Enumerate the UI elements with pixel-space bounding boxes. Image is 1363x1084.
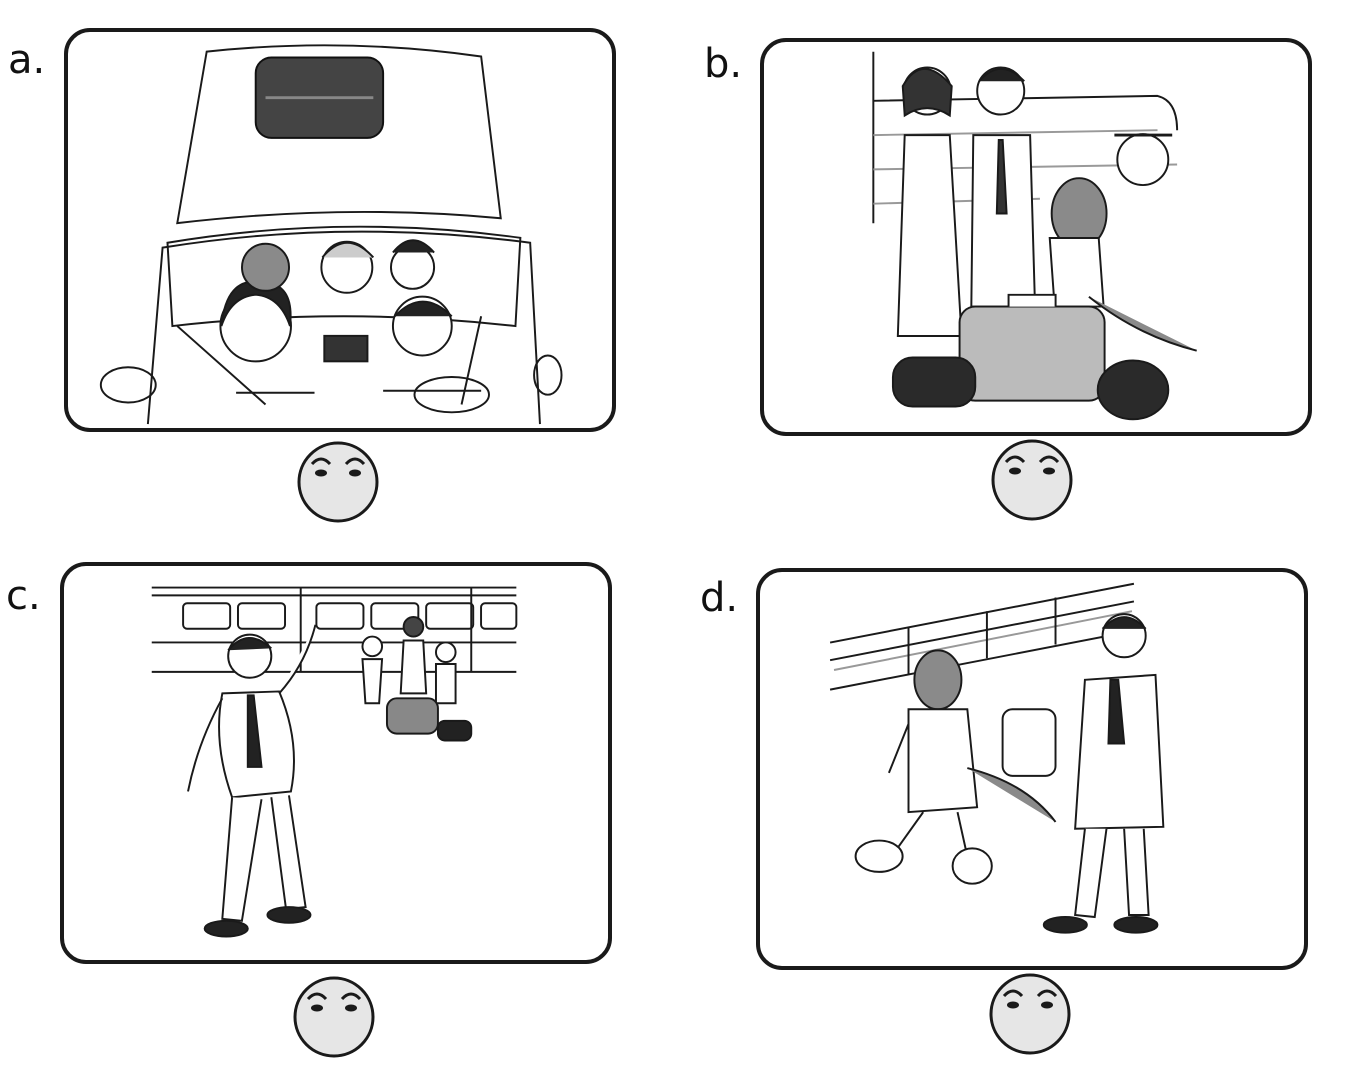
blank-face-icon (292, 975, 376, 1059)
panel-label: a. (8, 37, 46, 83)
family-with-luggage-icon (872, 51, 1197, 421)
blank-face-icon (988, 972, 1072, 1056)
scene-image (760, 38, 1312, 436)
panel-label: c. (6, 573, 41, 619)
family-in-car-icon (99, 44, 563, 425)
blank-face-icon (990, 438, 1074, 522)
panel-label: b. (704, 41, 743, 87)
man-and-crocodile-at-station-icon (829, 582, 1165, 934)
scene-image (756, 568, 1308, 970)
scene-image (64, 28, 616, 432)
man-waving-at-station-icon (151, 586, 518, 938)
scene-image (60, 562, 612, 964)
panel-label: d. (700, 575, 739, 621)
blank-face-icon (296, 440, 380, 524)
